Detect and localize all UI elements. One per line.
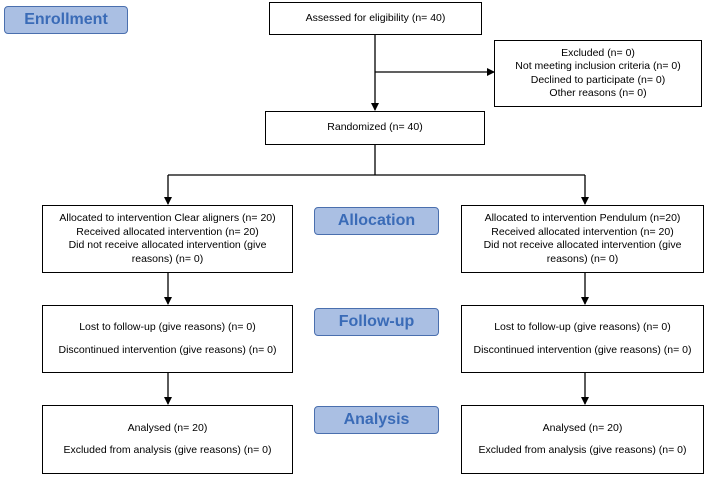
left-allocation-box: Allocated to intervention Clear aligners… <box>42 205 293 273</box>
left-followup-box: Lost to follow-up (give reasons) (n= 0) … <box>42 305 293 373</box>
left-received-text: Received allocated intervention (n= 20) <box>76 225 259 238</box>
right-not-received-text: Did not receive allocated intervention (… <box>483 239 682 265</box>
right-analysed-text: Analysed (n= 20) <box>542 421 623 434</box>
left-discontinued-text: Discontinued intervention (give reasons)… <box>58 343 277 356</box>
right-followup-box: Lost to follow-up (give reasons) (n= 0) … <box>461 305 704 373</box>
left-lost-text: Lost to follow-up (give reasons) (n= 0) <box>79 321 256 333</box>
left-not-received-text: Did not receive allocated intervention (… <box>68 239 267 265</box>
right-discontinued-text: Discontinued intervention (give reasons)… <box>473 343 692 356</box>
right-lost-text: Lost to follow-up (give reasons) (n= 0) <box>494 321 671 333</box>
assessed-text: Assessed for eligibility (n= 40) <box>305 11 446 24</box>
excluded-box: Excluded (n= 0) Not meeting inclusion cr… <box>494 40 702 107</box>
left-excluded-analysis-text: Excluded from analysis (give reasons) (n… <box>63 444 272 456</box>
stage-label-allocation: Allocation <box>314 207 439 235</box>
randomized-box: Randomized (n= 40) <box>265 111 485 145</box>
excluded-title: Excluded (n= 0) <box>561 46 635 59</box>
left-analysis-box: Analysed (n= 20) Excluded from analysis … <box>42 405 293 474</box>
stage-label-enrollment: Enrollment <box>4 6 128 34</box>
right-excluded-analysis-text: Excluded from analysis (give reasons) (n… <box>478 444 687 456</box>
right-allocation-box: Allocated to intervention Pendulum (n=20… <box>461 205 704 273</box>
left-allocated-text: Allocated to intervention Clear aligners… <box>59 212 276 224</box>
right-analysis-box: Analysed (n= 20) Excluded from analysis … <box>461 405 704 474</box>
stage-label-analysis: Analysis <box>314 406 439 434</box>
excluded-reason: Other reasons (n= 0) <box>549 87 647 99</box>
assessed-box: Assessed for eligibility (n= 40) <box>269 2 482 35</box>
left-analysed-text: Analysed (n= 20) <box>127 421 208 434</box>
excluded-reason: Declined to participate (n= 0) <box>530 73 666 86</box>
right-received-text: Received allocated intervention (n= 20) <box>491 225 674 238</box>
excluded-reason: Not meeting inclusion criteria (n= 0) <box>515 60 681 72</box>
randomized-text: Randomized (n= 40) <box>327 121 423 134</box>
stage-label-followup: Follow-up <box>314 308 439 336</box>
right-allocated-text: Allocated to intervention Pendulum (n=20… <box>484 212 681 224</box>
